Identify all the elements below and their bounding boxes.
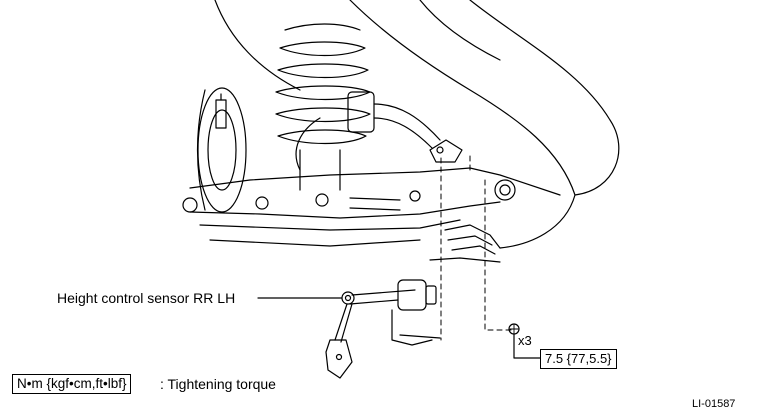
torque-legend-text: : Tightening torque: [160, 376, 276, 392]
mount-bracket: [429, 139, 463, 163]
body-underside: [469, 0, 620, 196]
figure-id: LI-01587: [692, 398, 736, 410]
stabilizer-link: [295, 91, 441, 171]
torque-spec-box: 7.5 {77,5.5}: [540, 349, 617, 369]
height-control-sensor: [325, 279, 441, 379]
drive-shaft-boot: [429, 224, 501, 263]
sensor-label: Height control sensor RR LH: [57, 290, 236, 306]
lower-arm: [182, 167, 561, 247]
coil-spring: [275, 23, 371, 191]
torque-leader-line: [513, 333, 541, 359]
install-guides: [440, 155, 516, 341]
body-panel: [214, 0, 576, 249]
bolt-quantity: x3: [518, 333, 532, 348]
torque-unit-box: N•m {kgf•cm,ft•lbf}: [12, 374, 132, 394]
body-inner-edge: [419, 0, 501, 61]
wheel-hub: [196, 87, 247, 213]
